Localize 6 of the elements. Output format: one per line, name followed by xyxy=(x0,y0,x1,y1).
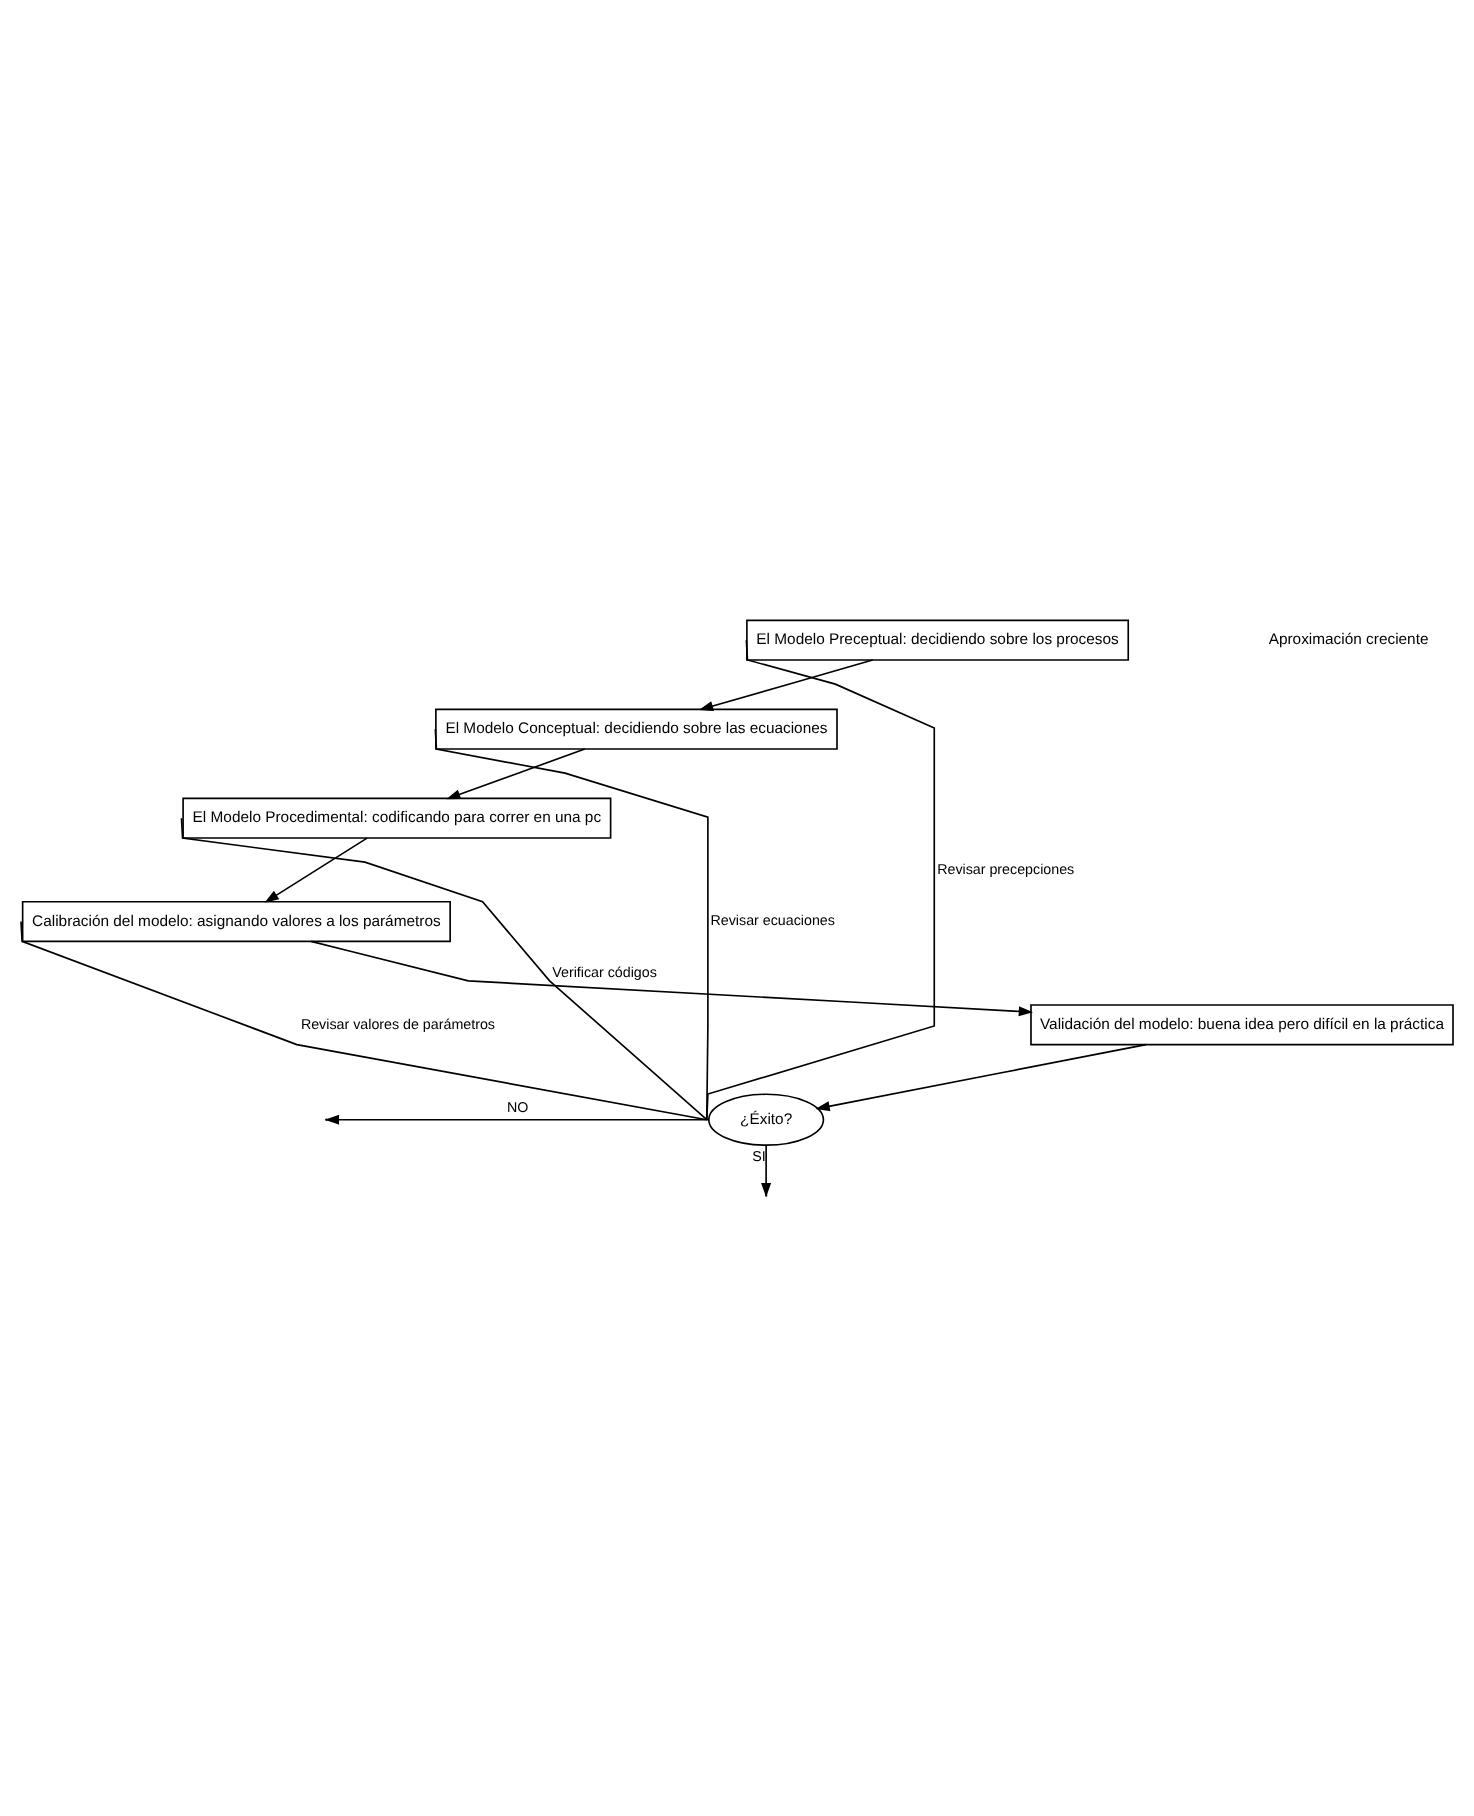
arrow xyxy=(446,748,586,800)
arrow xyxy=(698,659,874,711)
arrow xyxy=(310,940,1034,1017)
arrow xyxy=(264,837,368,903)
connector xyxy=(434,728,709,1121)
arrow xyxy=(815,1043,1147,1112)
